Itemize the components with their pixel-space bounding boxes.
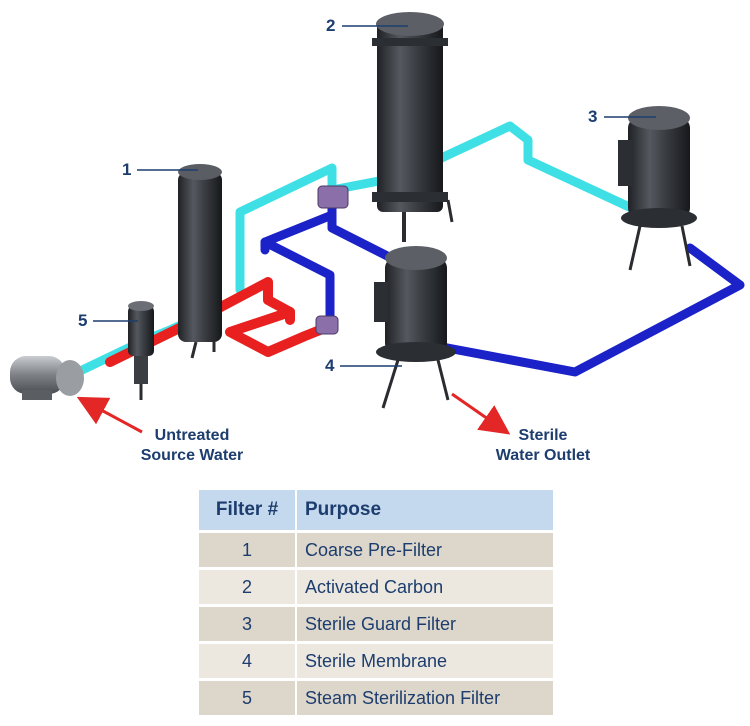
table-row: 5 Steam Sterilization Filter: [199, 681, 553, 715]
callout-1: 1: [122, 160, 132, 179]
cell-filter-number: 1: [199, 533, 297, 567]
callout-4: 4: [325, 356, 335, 375]
cell-filter-number: 3: [199, 607, 297, 641]
filter-housing-3: [618, 106, 697, 271]
steam-pipe: [105, 277, 330, 367]
callout-2: 2: [326, 16, 336, 35]
outlet-caption-line1: Sterile: [518, 427, 568, 444]
cell-purpose: Sterile Membrane: [297, 644, 553, 678]
table-row: 1 Coarse Pre-Filter: [199, 533, 553, 567]
cell-filter-number: 4: [199, 644, 297, 678]
inlet-caption-line1: Untreated: [154, 427, 230, 444]
inlet-caption-line2: Source Water: [140, 447, 244, 464]
cell-filter-number: 2: [199, 570, 297, 604]
header-purpose: Purpose: [297, 490, 553, 530]
cell-purpose: Coarse Pre-Filter: [297, 533, 553, 567]
filter-housing-1: [178, 164, 222, 359]
filter-housing-4: [374, 246, 456, 409]
pump: [10, 356, 84, 400]
filter-table: Filter # Purpose 1 Coarse Pre-Filter 2 A…: [199, 487, 553, 718]
callout-5: 5: [78, 311, 88, 330]
table-row: 3 Sterile Guard Filter: [199, 607, 553, 641]
outlet-pipe: [260, 200, 745, 377]
cell-purpose: Sterile Guard Filter: [297, 607, 553, 641]
table-header-row: Filter # Purpose: [199, 490, 553, 530]
inlet-caption: Untreated Source Water: [122, 426, 262, 466]
outlet-caption: Sterile Water Outlet: [478, 426, 608, 466]
table-row: 4 Sterile Membrane: [199, 644, 553, 678]
outlet-arrow: [451, 392, 511, 435]
cell-purpose: Activated Carbon: [297, 570, 553, 604]
header-filter-number: Filter #: [199, 490, 297, 530]
callout-3: 3: [588, 107, 598, 126]
valve-cluster: [315, 185, 349, 335]
cell-filter-number: 5: [199, 681, 297, 715]
table-row: 2 Activated Carbon: [199, 570, 553, 604]
filter-housing-5: [128, 301, 154, 400]
filtration-system-diagram: [10, 12, 745, 435]
inlet-arrow: [76, 396, 143, 434]
callout-leaders: [93, 25, 656, 367]
outlet-caption-line2: Water Outlet: [495, 447, 591, 464]
filter-housing-2: [372, 12, 454, 242]
cell-purpose: Steam Sterilization Filter: [297, 681, 553, 715]
